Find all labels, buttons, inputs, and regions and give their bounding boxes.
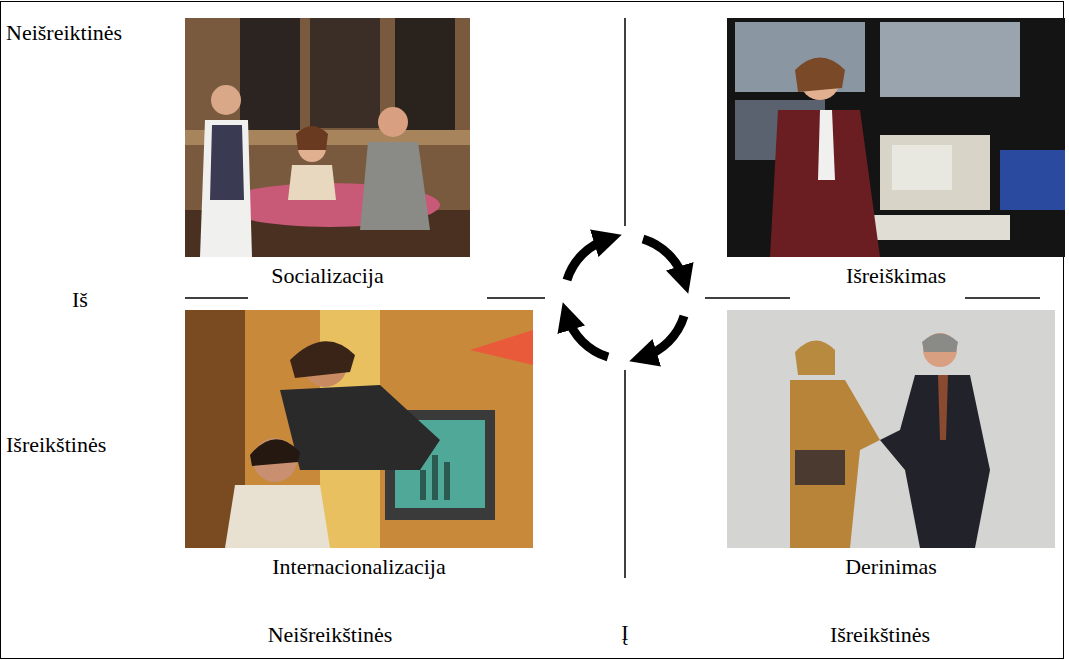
axis-label: Neišreiktinės — [4, 20, 124, 46]
quadrant-caption: Išreiškimas — [843, 263, 949, 288]
head — [211, 85, 241, 115]
axis-label: Iš — [70, 287, 90, 313]
quadrant-caption: Socializacija — [268, 263, 386, 288]
bag — [795, 450, 845, 485]
axis-line — [185, 297, 248, 299]
cycle-arrow — [567, 316, 608, 357]
cycle-ground — [553, 226, 697, 370]
hair — [250, 439, 300, 466]
binder — [1000, 150, 1065, 210]
hair — [922, 334, 958, 353]
photo-internalization — [185, 310, 533, 548]
lamp — [470, 330, 533, 365]
woman — [790, 380, 880, 548]
cycle-arrow — [567, 239, 608, 280]
axis-line — [487, 297, 545, 299]
cycle-symbol — [553, 226, 697, 370]
hair — [795, 58, 845, 93]
photo-socialization — [185, 18, 470, 257]
quadrant-caption: Internacionalizacija — [269, 554, 448, 579]
woman — [770, 110, 880, 257]
hair — [290, 341, 355, 378]
quadrant-panel: Socializacija — [185, 18, 470, 299]
man — [225, 485, 330, 548]
quadrant-caption-row: Socializacija — [185, 263, 470, 289]
photo-ground — [727, 310, 1055, 548]
waiter — [200, 120, 252, 257]
window — [240, 18, 300, 138]
bar — [432, 455, 438, 500]
hair — [795, 340, 835, 375]
window — [880, 22, 1020, 97]
keyboard — [860, 215, 1010, 240]
axis-line — [705, 297, 790, 299]
photo-externalization — [727, 18, 1065, 257]
bar — [444, 462, 450, 500]
window — [735, 22, 865, 92]
man — [280, 385, 440, 470]
axis-label: Į — [619, 620, 630, 646]
head — [923, 333, 957, 367]
computer — [880, 135, 990, 210]
hair — [296, 126, 328, 150]
head — [378, 107, 408, 137]
axis-line — [965, 297, 1040, 299]
cycle-arrow — [643, 239, 684, 280]
screen — [892, 145, 952, 190]
axis-label: Išreikštinės — [4, 432, 108, 458]
man — [880, 375, 990, 548]
quadrant-caption-row: Internacionalizacija — [185, 554, 533, 580]
quadrant-panel: Išreiškimas — [727, 18, 1065, 299]
photo-ground — [185, 18, 470, 257]
axis-label: Neišreikštinės — [266, 622, 395, 648]
photo-ground — [727, 18, 1065, 257]
axis-label: Išreikštinės — [828, 622, 932, 648]
photo-ground — [185, 310, 533, 548]
cycle-arrow — [643, 316, 684, 357]
quadrant-caption-row: Derinimas — [727, 554, 1055, 580]
quadrant-panel: Internacionalizacija — [185, 310, 533, 588]
woman — [288, 165, 336, 200]
blouse — [818, 110, 835, 180]
tie — [938, 375, 948, 440]
quadrant-panel: Derinimas — [727, 310, 1055, 584]
bar — [420, 470, 426, 500]
vest — [210, 125, 244, 200]
photo-combination — [727, 310, 1055, 548]
man — [360, 142, 430, 230]
window — [310, 18, 380, 128]
quadrant-caption-row: Išreiškimas — [727, 263, 1065, 289]
quadrant-caption: Derinimas — [842, 554, 940, 579]
